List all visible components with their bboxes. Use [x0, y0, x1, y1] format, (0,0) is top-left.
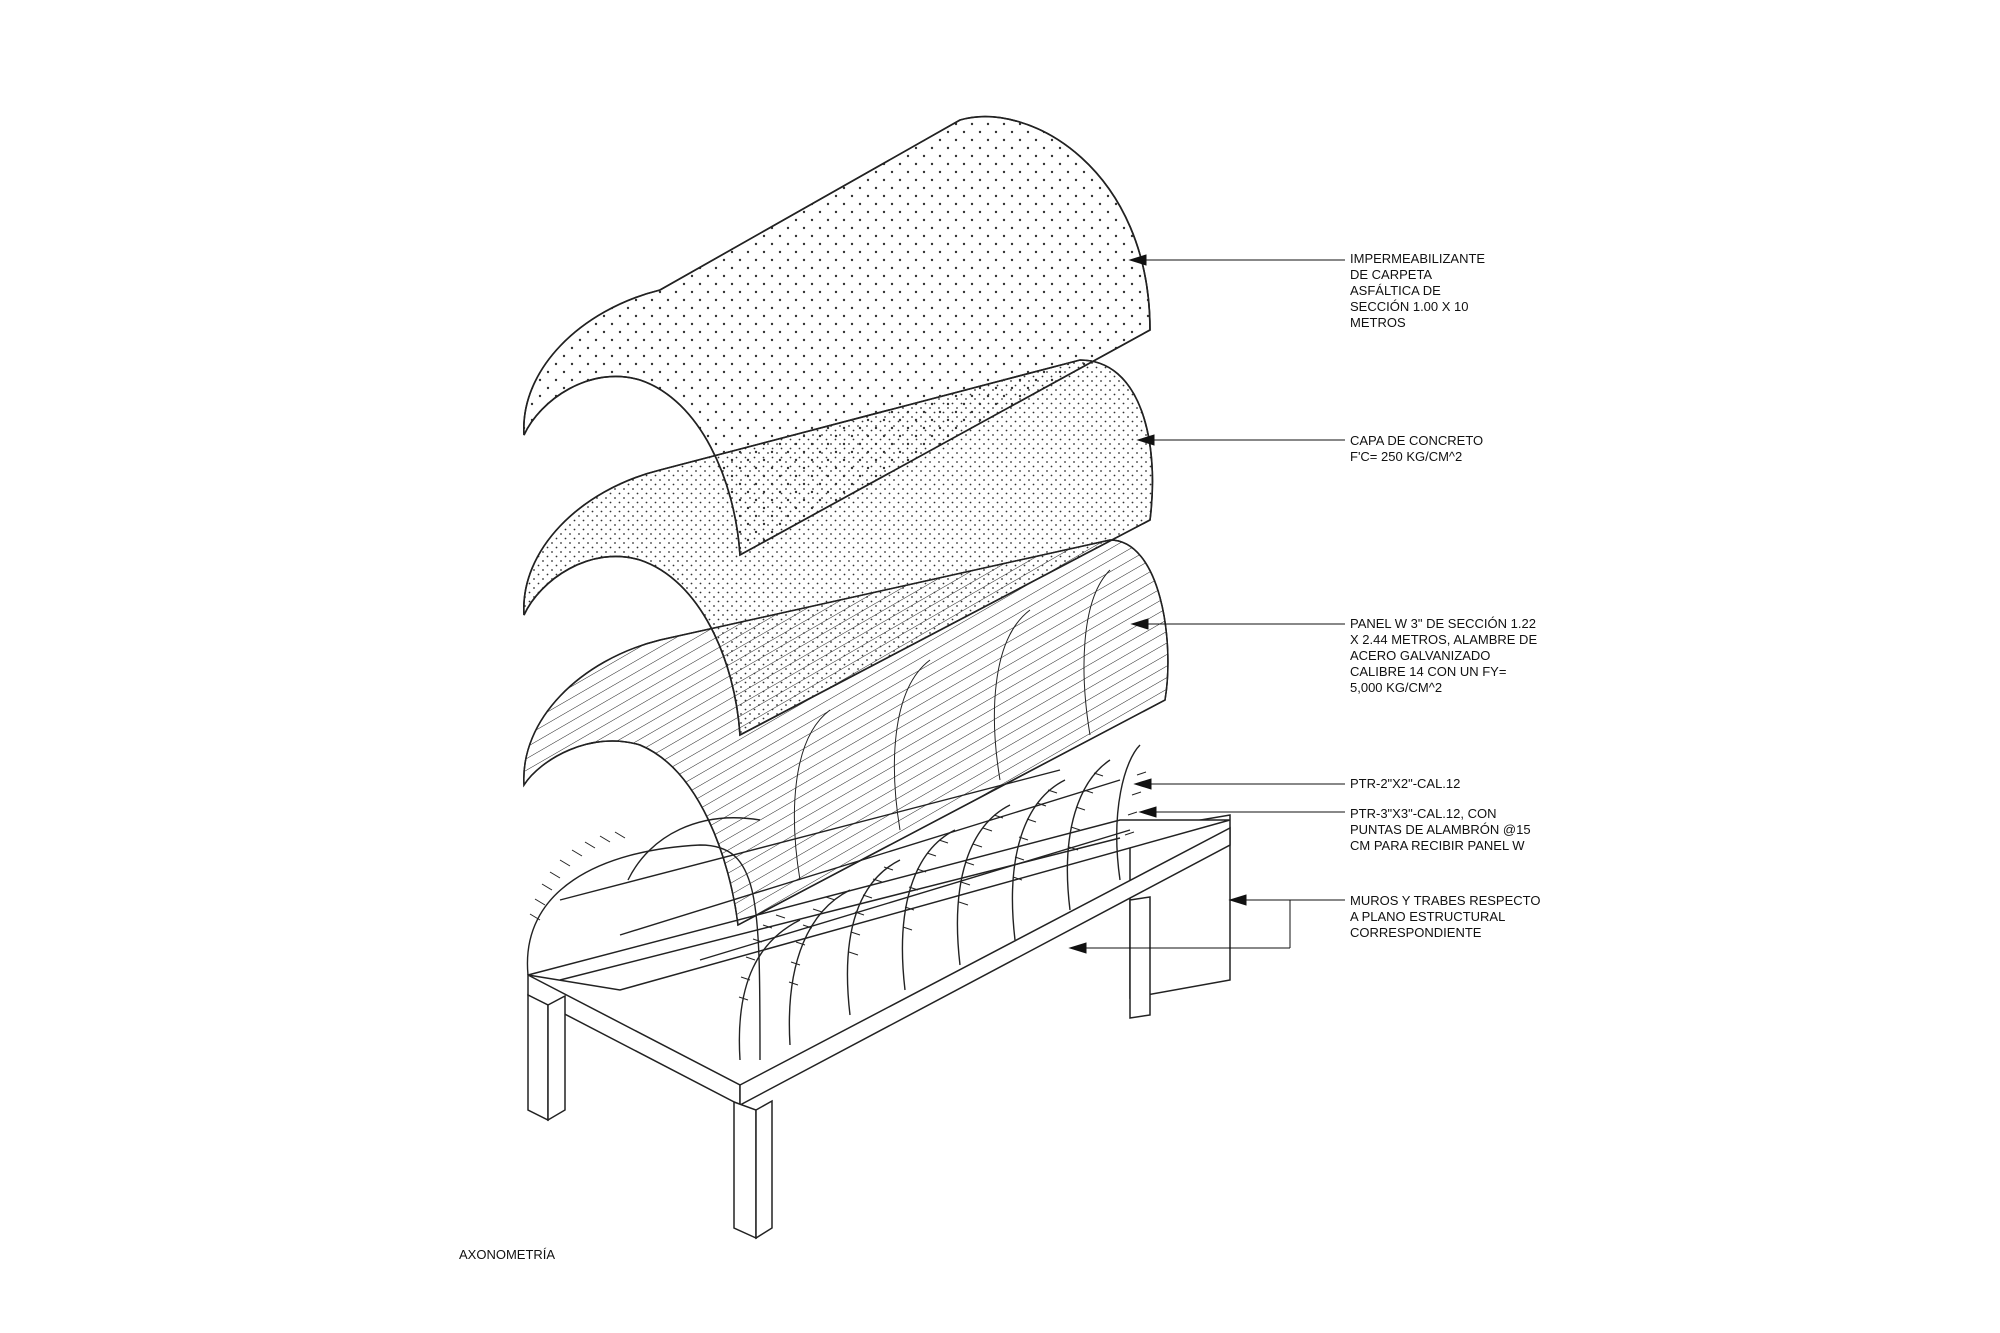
steel-ribs — [526, 744, 1147, 1061]
panel-w-layer — [523, 539, 1169, 927]
waterproof-layer — [523, 115, 1151, 557]
label-ptr-2x2: PTR-2"X2"-CAL.12 — [1350, 776, 1461, 791]
drawing-title: AXONOMETRÍA — [459, 1247, 556, 1262]
leader-lines — [1068, 254, 1345, 954]
concrete-layer — [523, 359, 1154, 737]
base-structure — [527, 814, 1231, 1240]
